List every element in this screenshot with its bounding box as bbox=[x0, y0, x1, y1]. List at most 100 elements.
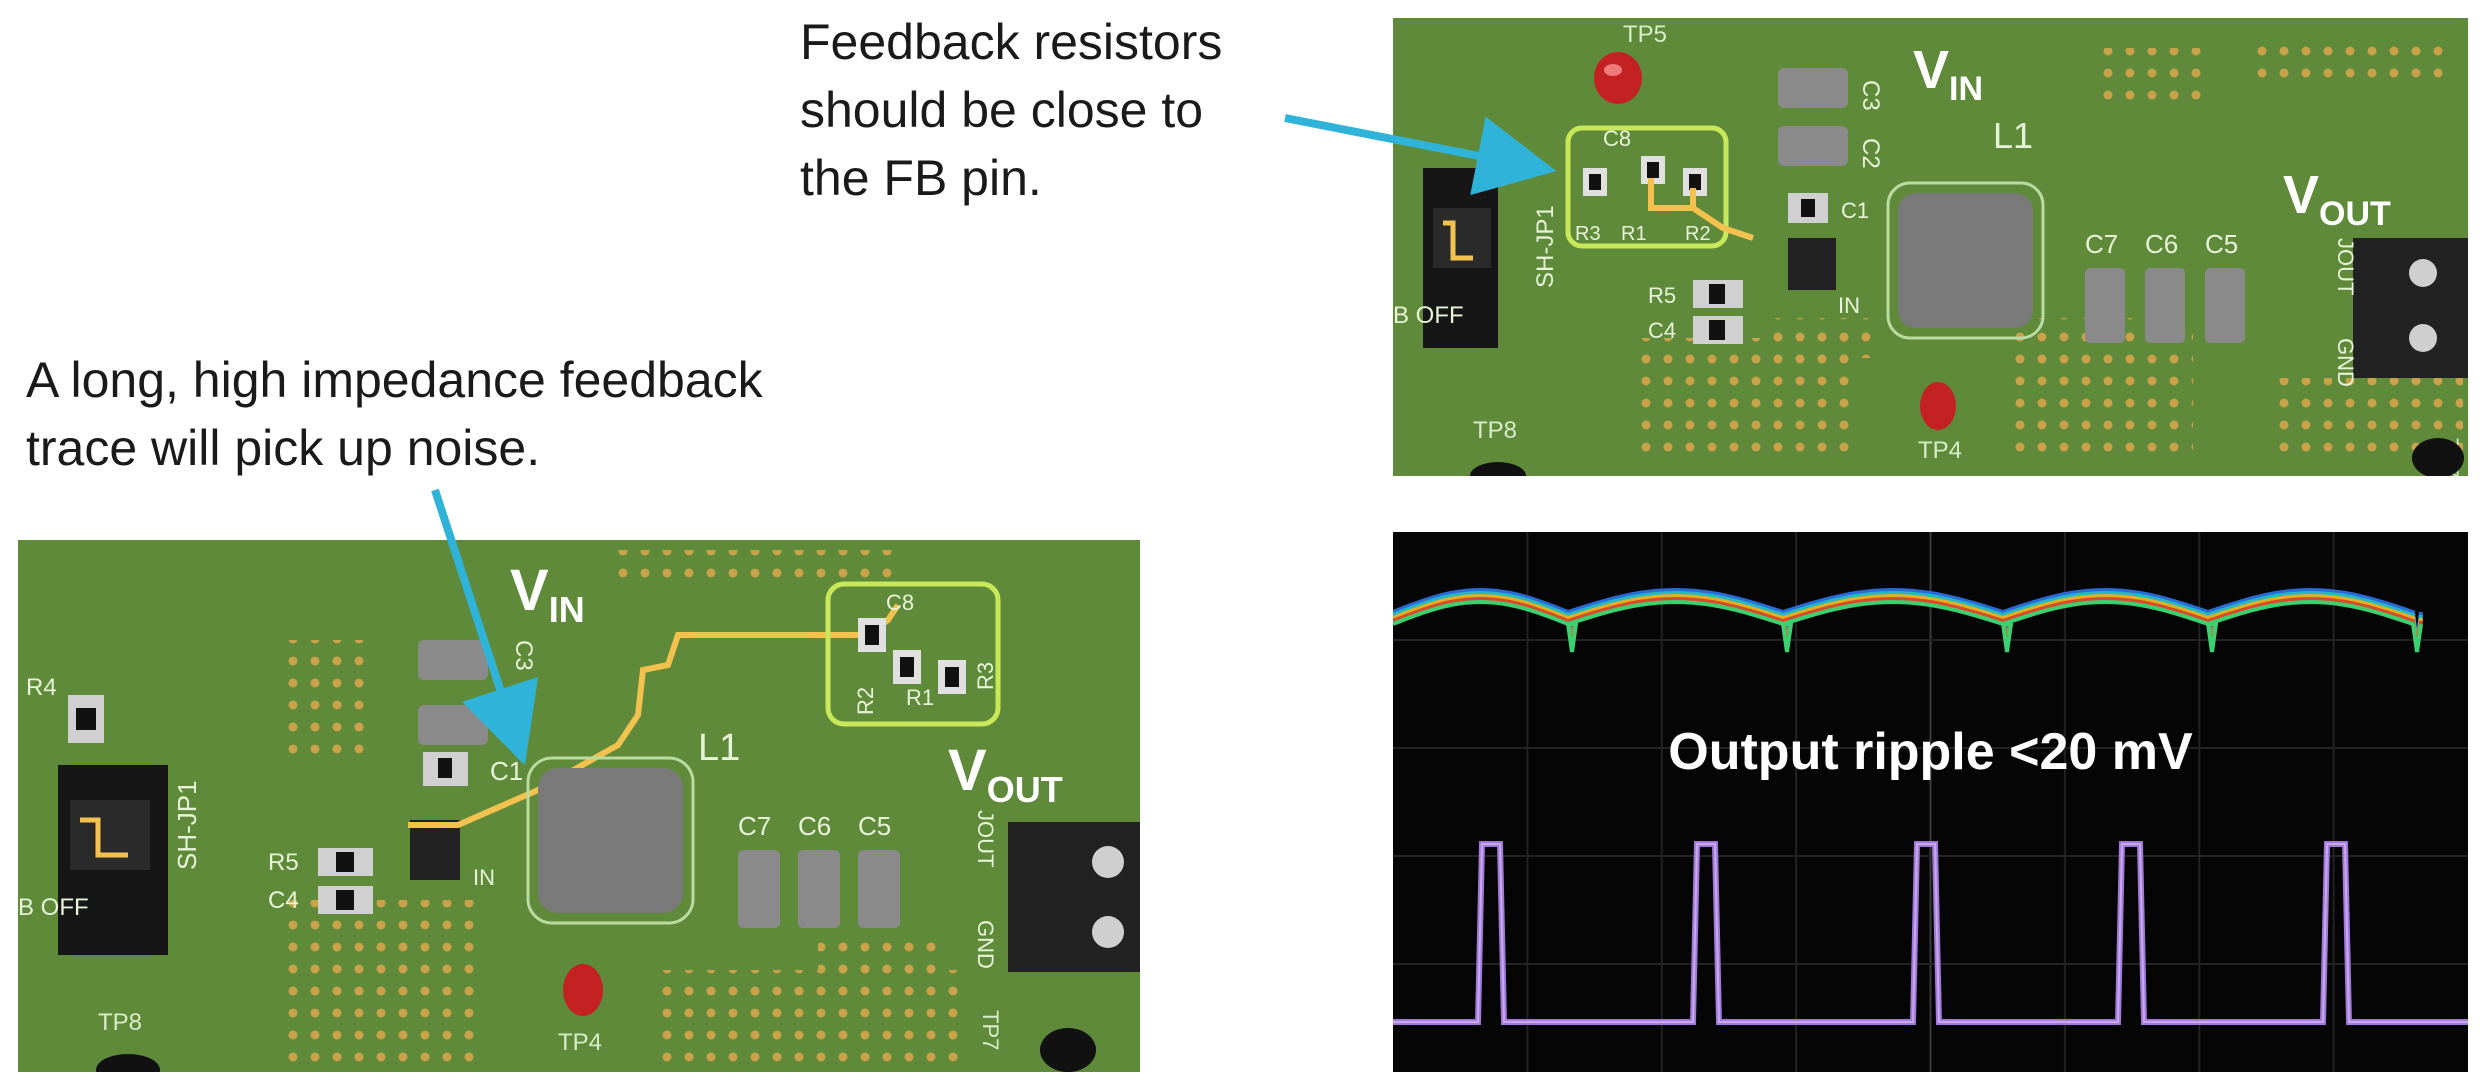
via-field bbox=[658, 970, 968, 1070]
regulator-ic bbox=[410, 820, 460, 880]
feedback-resistor-highlight bbox=[825, 581, 1001, 727]
label-r1: R1 bbox=[906, 685, 934, 710]
callout-top-line: the FB pin. bbox=[800, 150, 1042, 206]
label-tp5: TP5 bbox=[1623, 21, 1667, 48]
label-r4: R4 bbox=[26, 674, 57, 701]
capacitor-c3 bbox=[1778, 68, 1848, 108]
label-in: IN bbox=[473, 865, 495, 890]
testpoint-tp8 bbox=[1470, 462, 1526, 476]
vout-label: VOUT bbox=[2283, 165, 2391, 233]
label-r5: R5 bbox=[1648, 283, 1676, 308]
vin-label: VIN bbox=[1913, 40, 1983, 108]
label-c8: C8 bbox=[886, 590, 914, 615]
label-c3: C3 bbox=[1857, 80, 1884, 111]
label-r3: R3 bbox=[1575, 223, 1601, 245]
via-field bbox=[818, 940, 938, 980]
label-c4: C4 bbox=[1648, 318, 1676, 343]
capacitor-c6 bbox=[798, 850, 840, 928]
label-c6: C6 bbox=[798, 811, 831, 841]
callout-top-line: Feedback resistors bbox=[800, 14, 1223, 70]
label-c6: C6 bbox=[2145, 229, 2178, 259]
via-field bbox=[278, 900, 478, 1070]
capacitor-c7 bbox=[738, 850, 780, 928]
label-r1: R1 bbox=[1621, 223, 1647, 245]
inductor-l1 bbox=[1886, 181, 2045, 340]
label-c3: C3 bbox=[510, 640, 537, 671]
jumper-cap bbox=[70, 800, 150, 870]
feedback-resistor-highlight bbox=[1565, 125, 1729, 249]
label-jout: JOUT bbox=[2333, 238, 2358, 295]
jumper-trace bbox=[1443, 220, 1473, 261]
testpoint-tp8 bbox=[96, 1054, 160, 1072]
scope-waveforms bbox=[1393, 532, 2468, 1072]
switch-pulse-waveform bbox=[1393, 841, 2468, 1025]
testpoint-tp7 bbox=[1040, 1028, 1096, 1072]
label-r2: R2 bbox=[1685, 223, 1711, 245]
testpoint-tp4 bbox=[563, 964, 603, 1016]
label-tp8: TP8 bbox=[1473, 417, 1517, 444]
label-r5: R5 bbox=[268, 849, 299, 876]
label-c5: C5 bbox=[858, 811, 891, 841]
pcb-panel-bottom: R4 SH-JP1 B OFF VIN C3 C1 IN R5 C4 L1 bbox=[18, 540, 1140, 1072]
label-c2: C2 bbox=[1857, 138, 1884, 169]
label-l1: L1 bbox=[698, 727, 740, 769]
label-c5: C5 bbox=[2205, 229, 2238, 259]
output-terminal bbox=[2353, 238, 2468, 378]
label-tp4: TP4 bbox=[558, 1029, 602, 1056]
callout-left-line: trace will pick up noise. bbox=[26, 420, 541, 476]
label-gnd: GND bbox=[2333, 338, 2358, 387]
capacitor-c2 bbox=[1778, 126, 1848, 166]
pcb-panel-top: SH-JP1 B OFF TP5 C3 C2 VIN C8 R3 R1 R2 C… bbox=[1393, 18, 2468, 476]
label-r2: R2 bbox=[853, 687, 878, 715]
label-r3: R3 bbox=[973, 662, 998, 690]
label-shjp1: SH-JP1 bbox=[1532, 205, 1559, 288]
output-terminal bbox=[1008, 822, 1140, 972]
feedback-trace-short bbox=[1648, 178, 1754, 241]
ripple-trace bbox=[1393, 596, 2423, 651]
oscilloscope-panel: Output ripple <20 mV bbox=[1393, 532, 2468, 1072]
label-c1: C1 bbox=[490, 756, 523, 786]
label-c8: C8 bbox=[1603, 126, 1631, 151]
ripple-trace bbox=[1393, 590, 2423, 647]
label-in: IN bbox=[1838, 293, 1860, 318]
ripple-trace bbox=[1393, 599, 2423, 653]
ripple-waveform bbox=[1393, 587, 2423, 653]
label-gnd: GND bbox=[973, 920, 998, 969]
via-field bbox=[288, 640, 368, 760]
via-field bbox=[2093, 48, 2213, 108]
label-tp4: TP4 bbox=[1918, 437, 1962, 464]
label-off: B OFF bbox=[18, 894, 89, 921]
label-c7: C7 bbox=[2085, 229, 2118, 259]
scope-title: Output ripple <20 mV bbox=[1668, 723, 2193, 781]
label-tp7: TP7 bbox=[978, 1010, 1003, 1050]
label-shjp1: SH-JP1 bbox=[172, 780, 202, 870]
label-c4: C4 bbox=[268, 887, 299, 914]
capacitor-c5 bbox=[2205, 268, 2245, 343]
via-field bbox=[2253, 38, 2453, 82]
label-c7: C7 bbox=[738, 811, 771, 841]
vout-label: VOUT bbox=[948, 738, 1063, 810]
ripple-trace bbox=[1393, 593, 2423, 649]
callout-top-text: Feedback resistors should be close to th… bbox=[800, 8, 1222, 212]
capacitor-c5 bbox=[858, 850, 900, 928]
pulse-trace bbox=[1393, 843, 2468, 1023]
jumper-trace bbox=[80, 817, 128, 858]
label-jout: JOUT bbox=[973, 810, 998, 867]
callout-left-text: A long, high impedance feedback trace wi… bbox=[26, 346, 763, 482]
inductor-l1 bbox=[526, 756, 695, 925]
ripple-trace bbox=[1393, 587, 2423, 645]
via-field bbox=[1773, 318, 1873, 358]
label-l1: L1 bbox=[1993, 115, 2033, 156]
callout-left-line: A long, high impedance feedback bbox=[26, 352, 763, 408]
testpoint-tp7 bbox=[2412, 438, 2464, 476]
label-c1: C1 bbox=[1841, 198, 1869, 223]
capacitor-c6 bbox=[2145, 268, 2185, 343]
callout-top-line: should be close to bbox=[800, 82, 1204, 138]
label-tp8: TP8 bbox=[98, 1009, 142, 1036]
testpoint-tp4 bbox=[1920, 382, 1956, 430]
capacitor-c3 bbox=[418, 640, 488, 680]
capacitor-c2 bbox=[418, 705, 488, 745]
testpoint-tp5 bbox=[1594, 52, 1642, 104]
regulator-ic bbox=[1788, 238, 1836, 290]
capacitor-c7 bbox=[2085, 268, 2125, 343]
